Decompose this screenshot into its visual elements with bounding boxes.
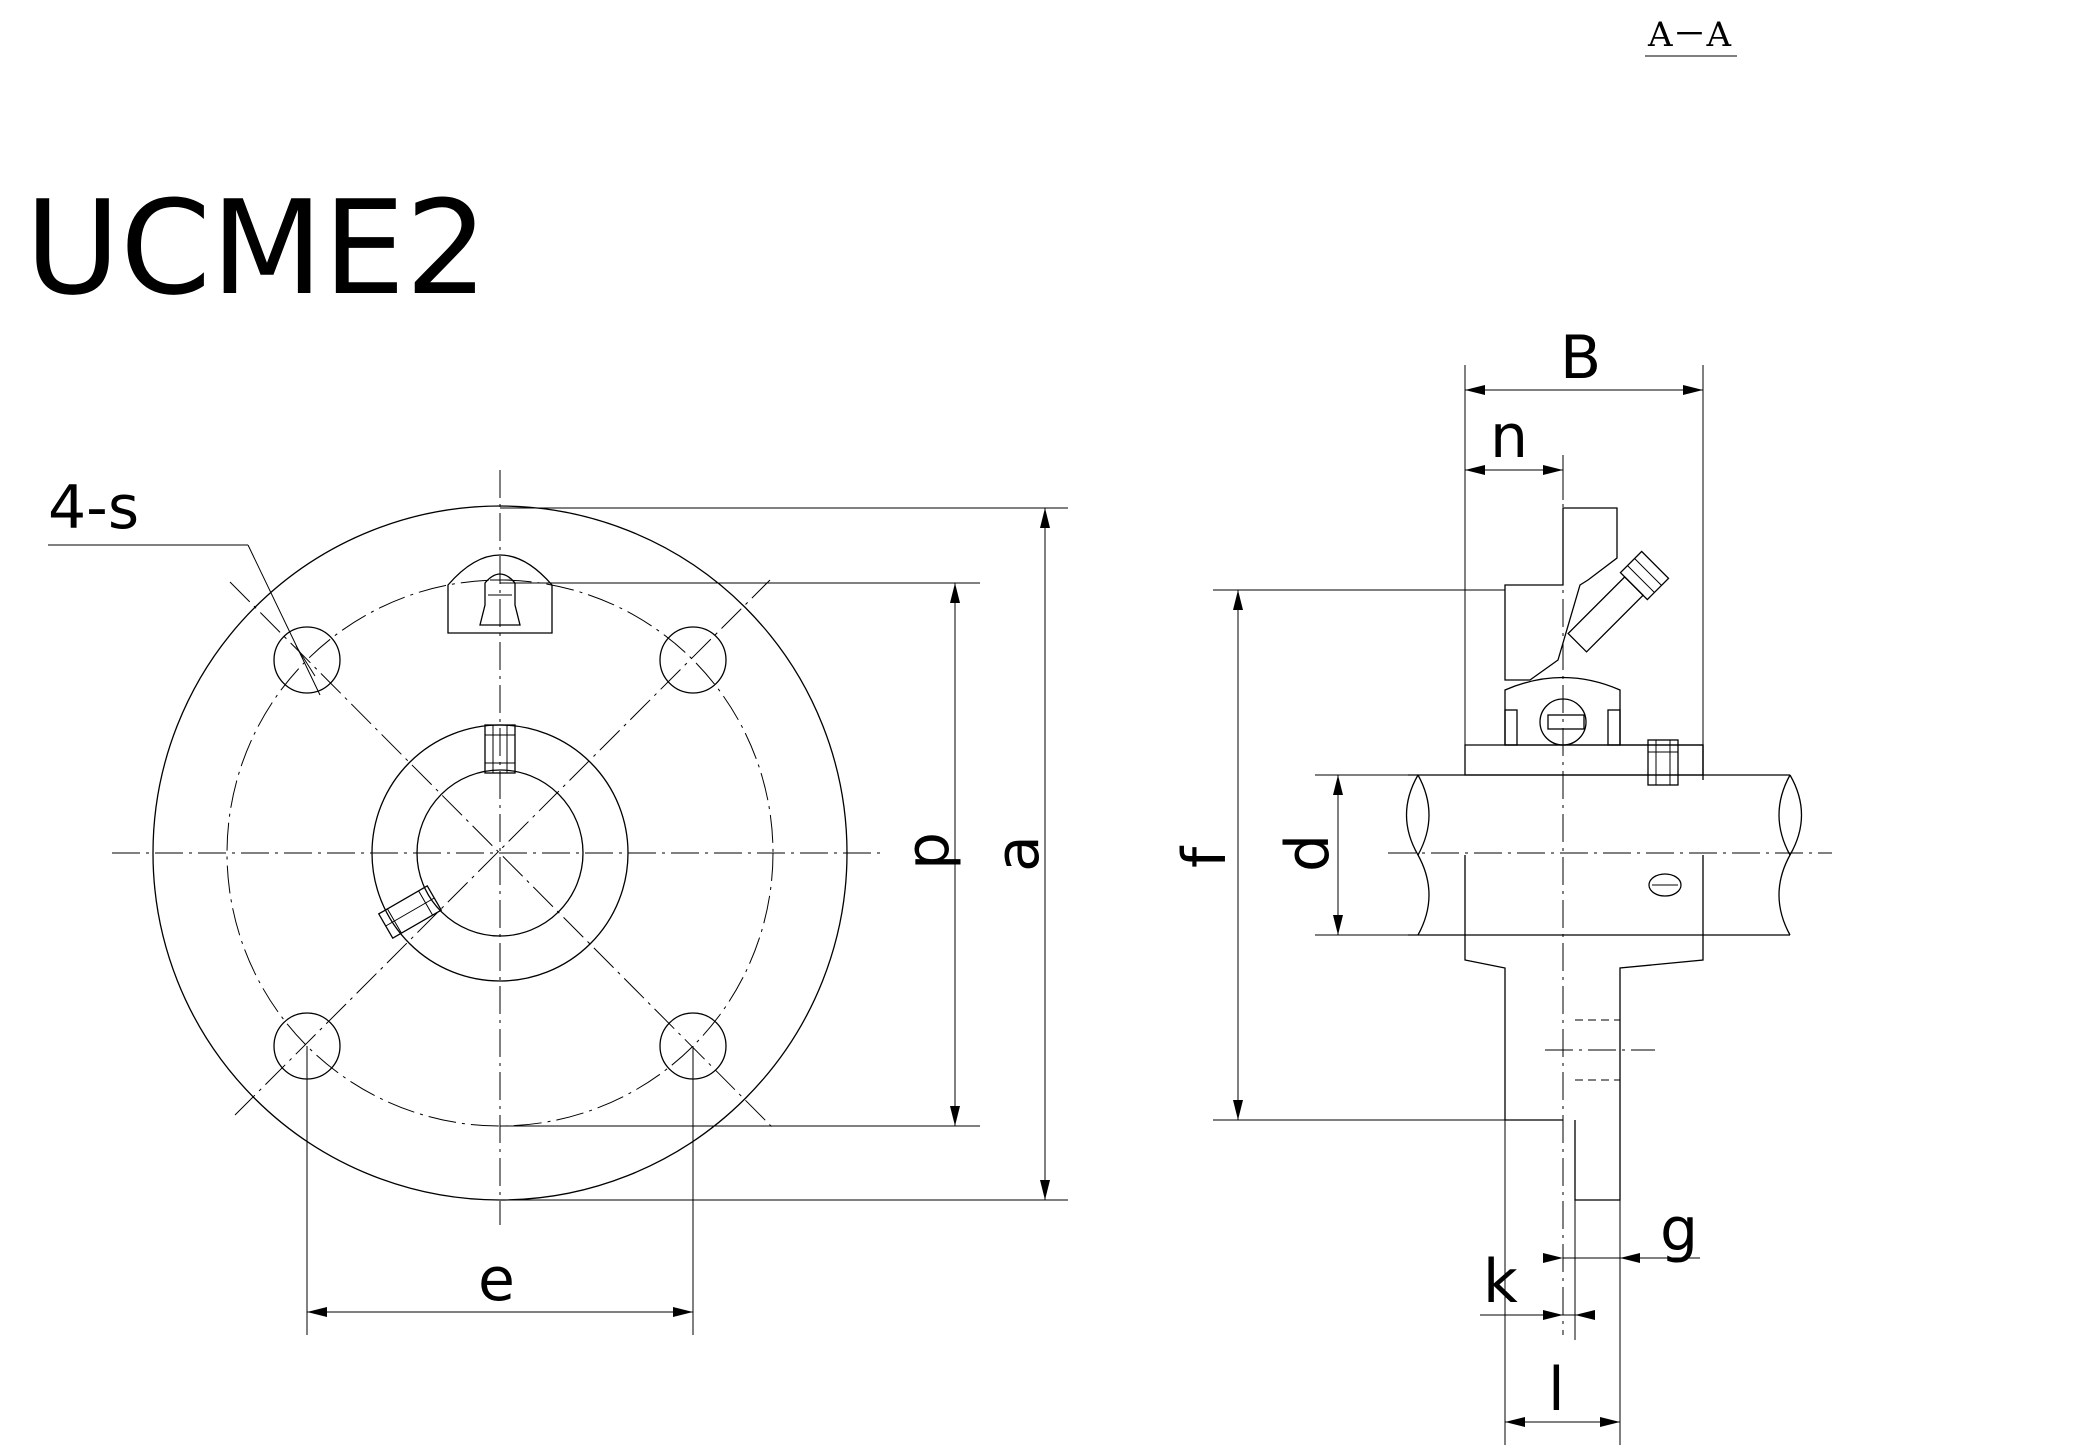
- dim-a-label: a: [983, 835, 1053, 872]
- dim-k-label: k: [1483, 1247, 1518, 1317]
- dim-l-label: l: [1548, 1355, 1565, 1425]
- dim-B-label: B: [1560, 323, 1601, 393]
- housing-lower-outline: [1464, 855, 1704, 1201]
- seal-right: [1607, 709, 1621, 746]
- pitch-circle: [226, 579, 774, 1127]
- dim-d-label: d: [1273, 834, 1343, 872]
- grease-fitting: [1567, 550, 1670, 653]
- dim-g: g: [1543, 1195, 1700, 1270]
- side-set-screw: [1647, 739, 1679, 786]
- section-label: A－A: [1647, 15, 1732, 55]
- hole-callout: 4-s: [48, 473, 321, 696]
- shaft: [1405, 774, 1803, 936]
- dim-f: f: [1170, 589, 1505, 1121]
- dim-e-label: e: [478, 1245, 515, 1315]
- front-view: 4-s e p: [48, 470, 1068, 1335]
- bolt-hole-top-left: [273, 626, 341, 694]
- dim-n-label: n: [1490, 402, 1528, 472]
- front-diagonal-centerline-2: [234, 579, 771, 1116]
- dim-p-label: p: [893, 832, 963, 870]
- dim-g-label: g: [1660, 1195, 1698, 1265]
- dim-d: d: [1273, 774, 1418, 936]
- section-label-group: A－A: [1645, 15, 1737, 57]
- dim-B: B: [1464, 323, 1704, 745]
- set-screw-top: [484, 724, 516, 774]
- dim-a: a: [500, 507, 1068, 1201]
- dim-e: e: [306, 1046, 694, 1335]
- bolt-hole-top-right: [659, 626, 727, 694]
- oil-hole: [1648, 873, 1682, 897]
- side-view: B n f d: [1170, 323, 1832, 1445]
- dim-p: p: [500, 582, 980, 1127]
- housing-base-hatched: [1464, 744, 1704, 776]
- hole-callout-label: 4-s: [48, 473, 139, 543]
- dim-f-label: f: [1170, 845, 1240, 868]
- bore-circle: [416, 769, 584, 937]
- dim-n: n: [1465, 402, 1564, 500]
- grease-nipple-boss: [447, 554, 553, 634]
- seal-left: [1504, 709, 1518, 746]
- bearing-ball: [1539, 698, 1587, 746]
- dim-k: k: [1480, 1120, 1595, 1340]
- dim-l: l: [1504, 1120, 1621, 1445]
- ball-set-screw: [1547, 714, 1585, 730]
- set-screw-oblique: [377, 884, 443, 940]
- housing-section-hatched: [1504, 507, 1618, 681]
- bearing-outer-race: [1504, 676, 1621, 746]
- drawing-title: UCME2: [25, 172, 488, 324]
